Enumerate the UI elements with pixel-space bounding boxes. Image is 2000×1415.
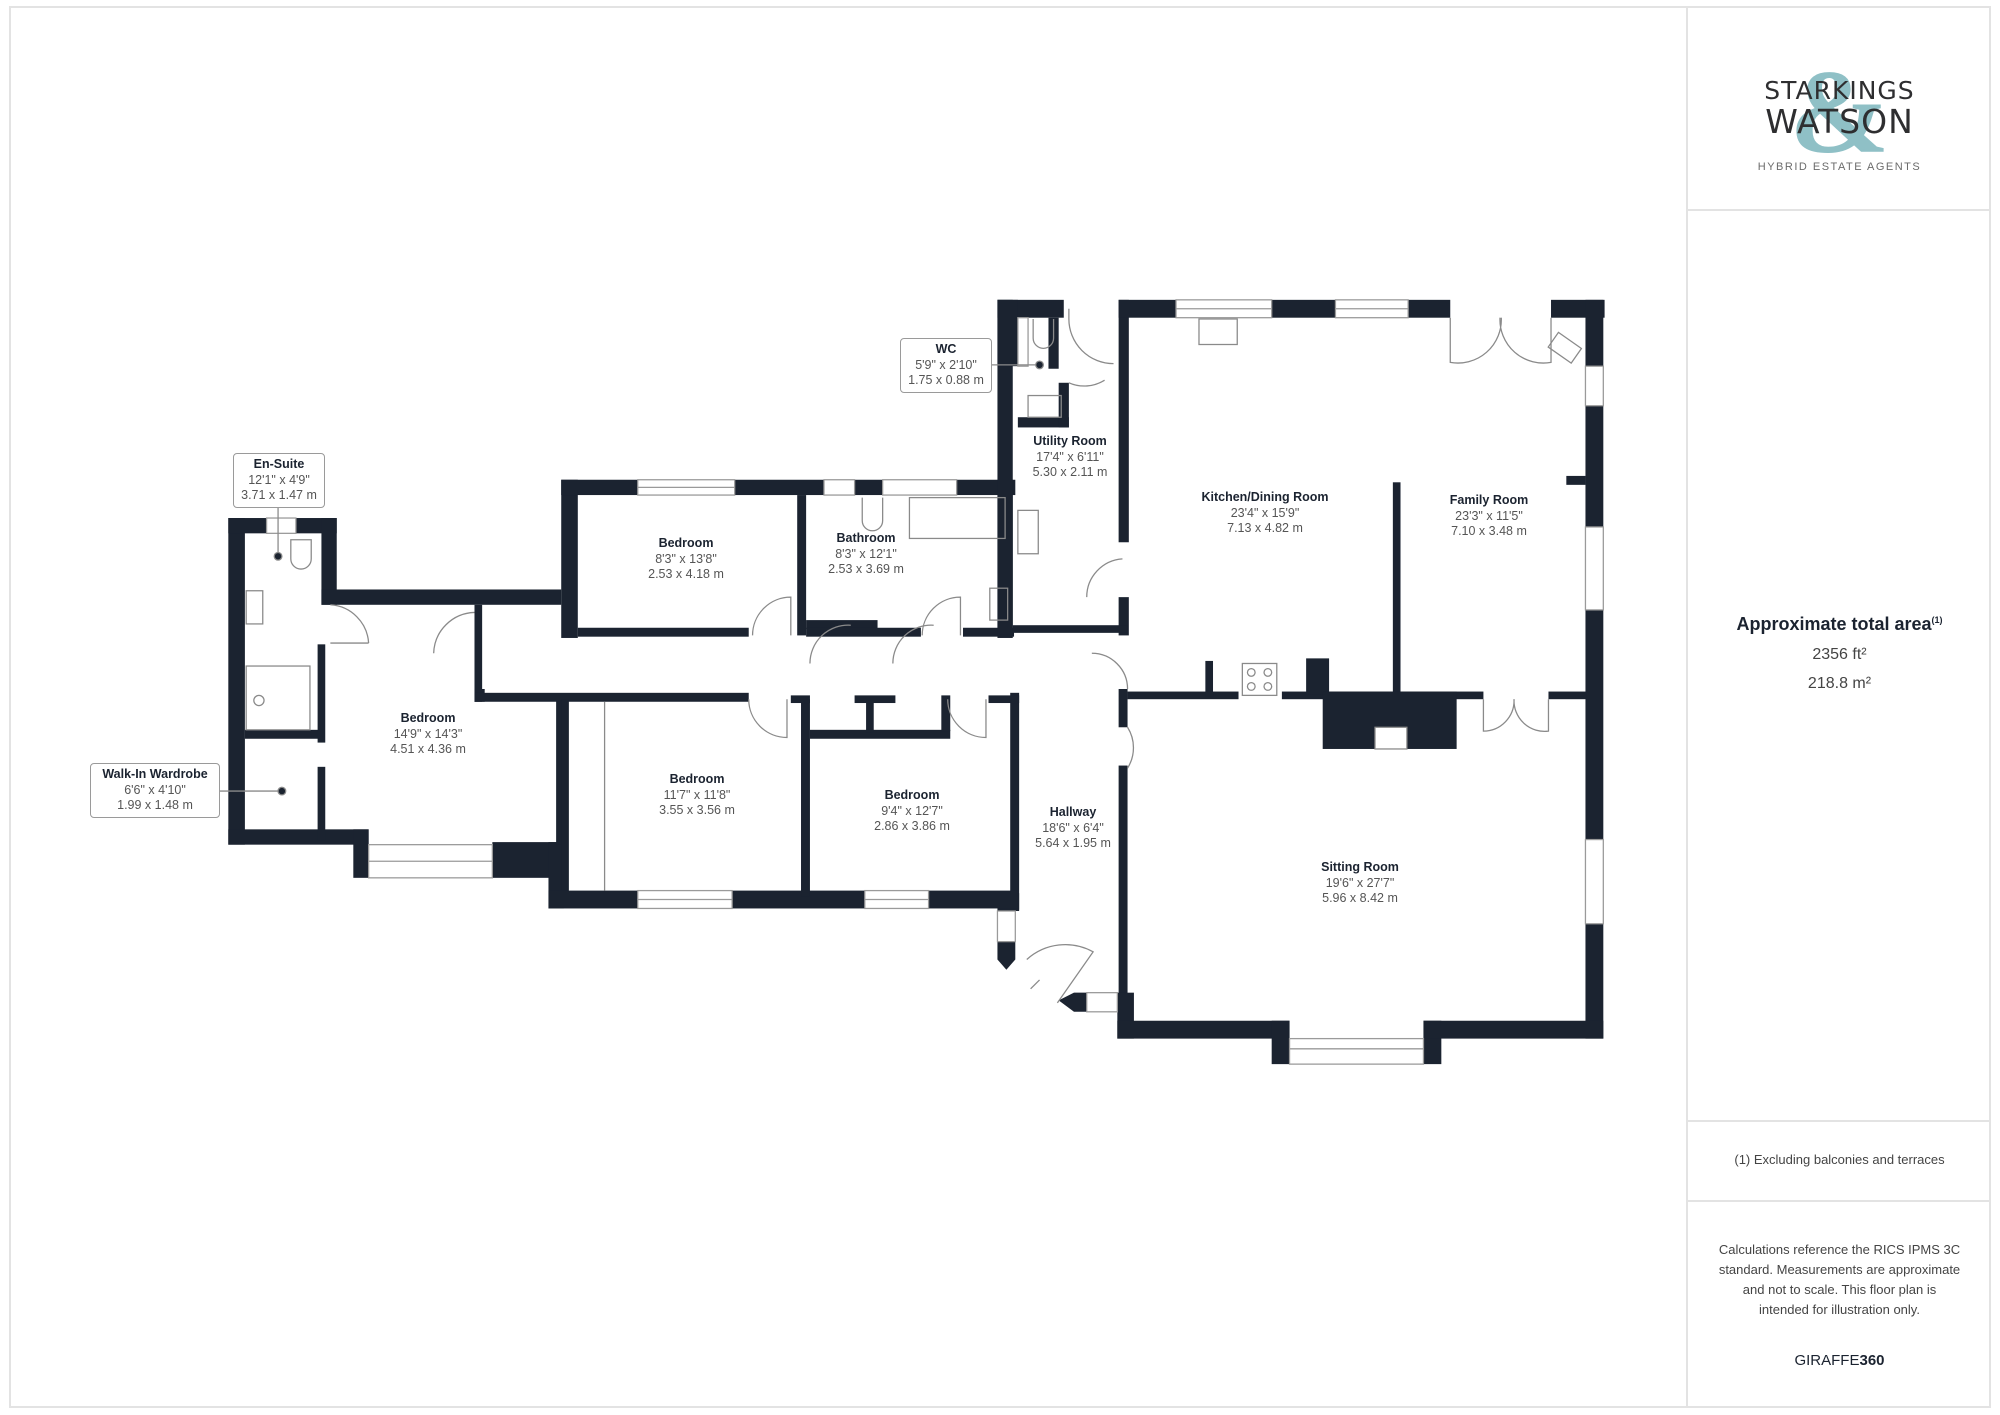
room-label-bathroom: Bathroom 8'3" x 12'1" 2.53 x 3.69 m <box>828 531 904 578</box>
footnote-section: (1) Excluding balconies and terraces <box>1688 1120 1991 1202</box>
room-imperial: 9'4" x 12'7" <box>881 803 943 818</box>
room-metric: 3.71 x 1.47 m <box>241 488 317 503</box>
callout-en-suite: En-Suite 12'1" x 4'9" 3.71 x 1.47 m <box>233 453 325 508</box>
logo-line-2: WATSON <box>1765 102 1914 141</box>
room-label-kitchen-dining: Kitchen/Dining Room 23'4" x 15'9" 7.13 x… <box>1201 490 1328 537</box>
room-name: Bedroom <box>884 788 940 802</box>
room-metric: 4.51 x 4.36 m <box>390 742 466 757</box>
area-title-text: Approximate total area <box>1736 614 1932 634</box>
brand-logo: & STARKINGS WATSON HYBRID ESTATE AGENTS <box>1740 52 1940 176</box>
room-imperial: 19'6" x 27'7" <box>1325 875 1395 890</box>
room-label-sitting-room: Sitting Room 19'6" x 27'7" 5.96 x 8.42 m <box>1321 860 1399 907</box>
room-name: Bedroom <box>658 536 714 550</box>
room-metric: 5.30 x 2.11 m <box>1032 465 1108 480</box>
room-label-bedroom-4: Bedroom 9'4" x 12'7" 2.86 x 3.86 m <box>874 788 950 835</box>
room-metric: 2.53 x 4.18 m <box>648 567 724 582</box>
room-name: Family Room <box>1449 493 1529 507</box>
provider-logo: GIRAFFE360 <box>1688 1352 1991 1369</box>
room-label-hallway: Hallway 18'6" x 6'4" 5.64 x 1.95 m <box>1035 805 1111 852</box>
room-imperial: 17'4" x 6'11" <box>1036 449 1104 464</box>
footnote-marker: (1) <box>1931 615 1943 625</box>
room-name: Bathroom <box>836 531 896 545</box>
area-sqft: 2356 ft² <box>1812 646 1867 663</box>
room-imperial: 8'3" x 13'8" <box>655 551 717 566</box>
room-name: Hallway <box>1049 805 1097 819</box>
room-imperial: 5'9" x 2'10" <box>915 357 977 372</box>
room-name: Kitchen/Dining Room <box>1201 490 1329 504</box>
walls <box>228 299 1605 1065</box>
logo-section: & STARKINGS WATSON HYBRID ESTATE AGENTS <box>1688 6 1991 211</box>
area-sqm: 218.8 m² <box>1807 675 1872 692</box>
room-label-family-room: Family Room 23'3" x 11'5" 7.10 x 3.48 m <box>1450 493 1529 540</box>
footnote-text: (1) Excluding balconies and terraces <box>1734 1152 1945 1167</box>
room-name: WC <box>935 342 957 356</box>
room-label-bedroom-3: Bedroom 11'7" x 11'8" 3.55 x 3.56 m <box>659 772 735 819</box>
room-imperial: 18'6" x 6'4" <box>1042 820 1104 835</box>
room-imperial: 11'7" x 11'8" <box>663 787 731 802</box>
room-metric: 7.10 x 3.48 m <box>1451 524 1527 539</box>
area-title: Approximate total area(1) <box>1688 614 1991 635</box>
room-name: Bedroom <box>400 711 456 725</box>
provider-suffix: 360 <box>1859 1352 1885 1369</box>
room-label-bedroom-2: Bedroom 8'3" x 13'8" 2.53 x 4.18 m <box>648 536 724 583</box>
room-name: Bedroom <box>669 772 725 786</box>
room-imperial: 23'4" x 15'9" <box>1230 505 1300 520</box>
room-metric: 5.96 x 8.42 m <box>1322 891 1398 906</box>
room-name: En-Suite <box>253 457 305 471</box>
room-metric: 1.75 x 0.88 m <box>908 373 984 388</box>
room-name: Sitting Room <box>1321 860 1399 874</box>
room-metric: 7.13 x 4.82 m <box>1227 521 1303 536</box>
room-metric: 5.64 x 1.95 m <box>1035 836 1111 851</box>
disclaimer-text: Calculations reference the RICS IPMS 3C … <box>1718 1242 1961 1317</box>
callout-wc: WC 5'9" x 2'10" 1.75 x 0.88 m <box>900 338 992 393</box>
room-metric: 2.53 x 3.69 m <box>828 562 904 577</box>
logo-line-1: STARKINGS <box>1764 76 1915 105</box>
room-metric: 3.55 x 3.56 m <box>659 803 735 818</box>
provider-prefix: GIRAFFE <box>1794 1352 1860 1369</box>
logo-tagline: HYBRID ESTATE AGENTS <box>1757 161 1922 173</box>
page-frame <box>9 6 1991 1408</box>
room-label-utility-room: Utility Room 17'4" x 6'11" 5.30 x 2.11 m <box>1033 434 1108 481</box>
info-sidebar: & STARKINGS WATSON HYBRID ESTATE AGENTS … <box>1686 6 1991 1408</box>
room-imperial: 23'3" x 11'5" <box>1455 508 1523 523</box>
room-imperial: 14'9" x 14'3" <box>393 726 463 741</box>
room-imperial: 12'1" x 4'9" <box>248 472 310 487</box>
room-imperial: 8'3" x 12'1" <box>835 546 897 561</box>
callout-walk-in-wardrobe: Walk-In Wardrobe 6'6" x 4'10" 1.99 x 1.4… <box>90 763 220 818</box>
room-label-bedroom-1: Bedroom 14'9" x 14'3" 4.51 x 4.36 m <box>390 711 466 758</box>
room-metric: 2.86 x 3.86 m <box>874 819 950 834</box>
ampersand-icon: & <box>1789 45 1890 178</box>
room-name: Walk-In Wardrobe <box>102 767 208 781</box>
room-metric: 1.99 x 1.48 m <box>117 798 193 813</box>
room-name: Utility Room <box>1033 434 1107 448</box>
disclaimer-section: Calculations reference the RICS IPMS 3C … <box>1688 1200 1991 1408</box>
room-imperial: 6'6" x 4'10" <box>124 782 186 797</box>
area-section: Approximate total area(1) 2356 ft² 218.8… <box>1688 209 1991 1122</box>
